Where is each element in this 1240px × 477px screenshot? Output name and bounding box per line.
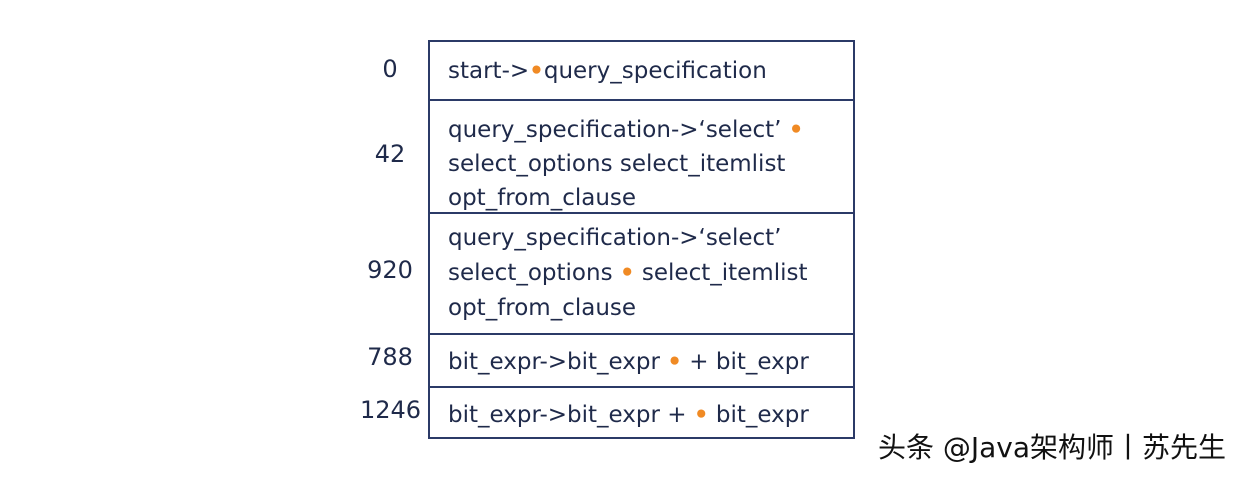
item-line: start->•query_specification — [448, 58, 767, 84]
state-label-42: 42 — [374, 140, 406, 168]
state-label-1246: 1246 — [360, 396, 422, 424]
row-divider — [430, 99, 853, 101]
item-row-0: start->•query_specification — [448, 54, 847, 88]
item-line: select_options • select_itemlist — [448, 260, 808, 286]
item-line: bit_expr->bit_expr • + bit_expr — [448, 349, 809, 375]
watermark: 头条 @Java架构师丨苏先生 — [877, 431, 1226, 464]
item-line: bit_expr->bit_expr + • bit_expr — [448, 402, 809, 428]
item-line: opt_from_clause — [448, 185, 637, 211]
state-label-788: 788 — [367, 343, 413, 371]
dot-marker: • — [667, 349, 682, 375]
state-label-920: 920 — [367, 256, 413, 284]
item-row-1246: bit_expr->bit_expr + • bit_expr — [448, 398, 847, 432]
dot-marker: • — [693, 402, 709, 428]
item-row-788: bit_expr->bit_expr • + bit_expr — [448, 345, 847, 379]
item-line: opt_from_clause — [448, 295, 637, 321]
dot-marker: • — [619, 260, 635, 286]
row-divider — [430, 212, 853, 214]
row-divider — [430, 386, 853, 388]
row-divider — [430, 333, 853, 335]
item-set-table: start->•query_specification query_specif… — [428, 40, 855, 439]
dot-marker: • — [788, 117, 804, 143]
item-line: select_options select_itemlist — [448, 151, 786, 177]
item-line: query_specification->‘select’ • — [448, 117, 804, 143]
state-label-0: 0 — [382, 55, 398, 83]
dot-marker: • — [529, 58, 544, 84]
item-row-920: query_specification->‘select’ select_opt… — [448, 221, 847, 326]
item-row-42: query_specification->‘select’ • select_o… — [448, 113, 847, 215]
item-line: query_specification->‘select’ — [448, 225, 782, 251]
